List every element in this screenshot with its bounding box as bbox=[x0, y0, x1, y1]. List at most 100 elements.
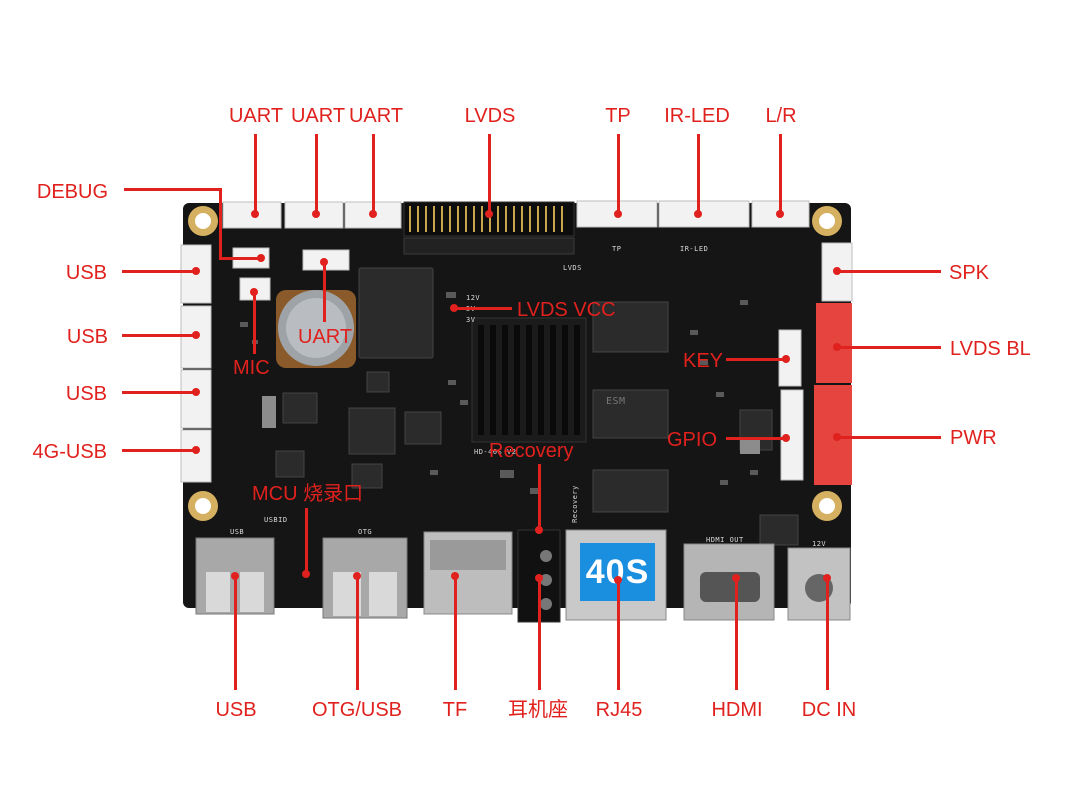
heatsink bbox=[471, 317, 587, 443]
leader-rj45 bbox=[617, 580, 620, 690]
pin-spk bbox=[833, 267, 841, 275]
pin-uart-3 bbox=[369, 210, 377, 218]
leader-usb-1 bbox=[122, 270, 196, 273]
leader-dc-in bbox=[826, 578, 829, 690]
pin-4g-usb bbox=[192, 446, 200, 454]
silk-tp: TP bbox=[612, 245, 622, 253]
silk-hdmi-out: HDMI OUT bbox=[706, 536, 744, 544]
leader-spk bbox=[837, 270, 941, 273]
pin-rj45 bbox=[614, 576, 622, 584]
label-usb-2: USB bbox=[66, 326, 108, 348]
pin-gpio bbox=[782, 434, 790, 442]
leader-lvds bbox=[488, 134, 491, 214]
pin-otg-usb bbox=[353, 572, 361, 580]
label-usb-1: USB bbox=[65, 262, 107, 284]
pin-onboard-uart bbox=[320, 258, 328, 266]
label-usb-3: USB bbox=[65, 383, 107, 405]
pin-dc-in bbox=[823, 574, 831, 582]
leader-uart-3 bbox=[372, 134, 375, 214]
leader-mic bbox=[253, 292, 256, 354]
label-pwr: PWR bbox=[950, 427, 997, 449]
label-headphone-jack: 耳机座 bbox=[508, 699, 568, 721]
label-mcu: MCU 烧录口 bbox=[252, 483, 364, 505]
label-gpio: GPIO bbox=[667, 429, 718, 451]
label-onboard-uart: UART bbox=[298, 326, 353, 348]
leader-debug-h1 bbox=[124, 188, 222, 191]
pin-lvds-bl bbox=[833, 343, 841, 351]
pin-lr bbox=[776, 210, 784, 218]
silk-dc-12v: 12V bbox=[812, 540, 827, 548]
silk-esm: ESM bbox=[606, 396, 626, 407]
label-usb-bottom: USB bbox=[215, 699, 257, 721]
label-recovery: Recovery bbox=[489, 440, 574, 462]
pin-uart-2 bbox=[312, 210, 320, 218]
leader-headphone-jack bbox=[538, 578, 541, 690]
leader-mcu bbox=[305, 508, 308, 574]
leader-onboard-uart bbox=[323, 262, 326, 322]
pin-headphone-jack bbox=[535, 574, 543, 582]
left-connectors bbox=[180, 244, 212, 483]
label-4g-usb: 4G-USB bbox=[32, 441, 107, 463]
pin-tp bbox=[614, 210, 622, 218]
leader-lvds-vcc bbox=[454, 307, 512, 310]
label-mic: MIC bbox=[233, 357, 270, 379]
pin-recovery bbox=[535, 526, 543, 534]
silk-otg: OTG bbox=[358, 528, 373, 536]
silk-ir-led: IR-LED bbox=[680, 245, 709, 253]
label-otg-usb: OTG/USB bbox=[311, 699, 403, 721]
pin-pwr bbox=[833, 433, 841, 441]
pin-lvds bbox=[485, 210, 493, 218]
leader-lr bbox=[779, 134, 782, 214]
leader-usb-2 bbox=[122, 334, 196, 337]
leader-debug-h2 bbox=[219, 257, 261, 260]
pin-mic bbox=[250, 288, 258, 296]
pin-hdmi bbox=[732, 574, 740, 582]
pin-usb-bottom bbox=[231, 572, 239, 580]
leader-debug-v bbox=[219, 188, 222, 260]
mounting-holes bbox=[188, 206, 842, 521]
pin-debug bbox=[257, 254, 265, 262]
silk-lvds: LVDS bbox=[563, 264, 582, 272]
label-spk: SPK bbox=[949, 262, 990, 284]
label-lvds-bl: LVDS BL bbox=[950, 338, 1031, 360]
leader-otg-usb bbox=[356, 576, 359, 690]
label-lvds: LVDS bbox=[464, 105, 516, 127]
silk-usb-id: USBID bbox=[264, 516, 288, 524]
label-lr: L/R bbox=[765, 105, 797, 127]
smd-components bbox=[240, 292, 760, 494]
pin-usb-2 bbox=[192, 331, 200, 339]
pin-lvds-vcc bbox=[450, 304, 458, 312]
leader-tf bbox=[454, 576, 457, 690]
chips bbox=[275, 267, 799, 546]
label-dc-in: DC IN bbox=[801, 699, 857, 721]
silk-board-id: HD-40S V2 bbox=[474, 448, 517, 456]
pin-mcu bbox=[302, 570, 310, 578]
silk-recovery: Recovery bbox=[570, 485, 579, 523]
leader-usb-3 bbox=[122, 391, 196, 394]
pin-usb-1 bbox=[192, 267, 200, 275]
leader-tp bbox=[617, 134, 620, 214]
label-hdmi: HDMI bbox=[711, 699, 763, 721]
label-uart-3: UART bbox=[348, 105, 404, 127]
label-ir-led: IR-LED bbox=[664, 105, 730, 127]
label-uart-2: UART bbox=[290, 105, 346, 127]
leader-usb-bottom bbox=[234, 576, 237, 690]
leader-gpio bbox=[726, 437, 786, 440]
label-lvds-vcc: LVDS VCC bbox=[517, 299, 616, 321]
coin-battery bbox=[276, 290, 356, 368]
leader-uart-1 bbox=[254, 134, 257, 214]
bottom-connectors bbox=[195, 529, 851, 623]
label-uart-1: UART bbox=[228, 105, 284, 127]
label-tp: TP bbox=[605, 105, 631, 127]
pin-ir-led bbox=[694, 210, 702, 218]
label-tf: TF bbox=[442, 699, 468, 721]
leader-lvds-bl bbox=[837, 346, 941, 349]
leader-pwr bbox=[837, 436, 941, 439]
pin-key bbox=[782, 355, 790, 363]
leader-hdmi bbox=[735, 578, 738, 690]
pin-uart-1 bbox=[251, 210, 259, 218]
label-key: KEY bbox=[683, 350, 724, 372]
label-debug: DEBUG bbox=[36, 181, 108, 203]
leader-key bbox=[726, 358, 786, 361]
